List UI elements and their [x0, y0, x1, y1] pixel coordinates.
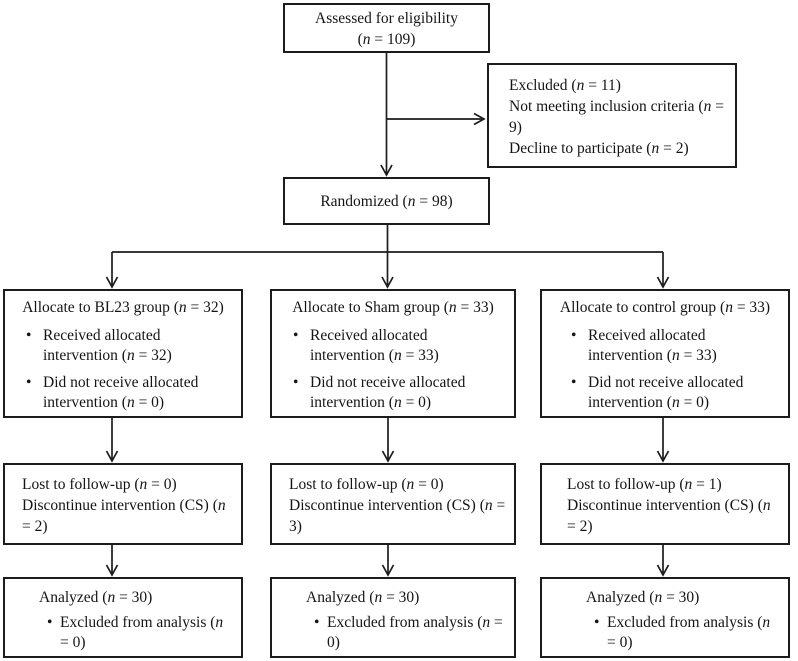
excluded-box: Excluded (n = 11) Not meeting inclusion …	[487, 63, 737, 168]
branch-randomized-to-groups	[105, 225, 670, 289]
arrows-allocation-to-followup	[105, 418, 670, 463]
followup-discontinued: Discontinue intervention (CS) (n = 2)	[22, 497, 226, 535]
followup-discontinued: Discontinue intervention (CS) (n = 3)	[289, 497, 506, 535]
followup-lost: Lost to follow-up (n = 1)	[567, 476, 722, 493]
allocation-title: Allocate to BL23 group (n = 32)	[22, 299, 224, 316]
allocation-bullet: Received allocated intervention (n = 33)	[272, 326, 514, 366]
allocation-box-control: Allocate to control group (n = 33) Recei…	[540, 289, 790, 418]
followup-lost: Lost to follow-up (n = 0)	[22, 476, 177, 493]
allocation-title: Allocate to Sham group (n = 33)	[292, 299, 494, 316]
analyzed-title: Analyzed (n = 30)	[306, 589, 420, 606]
allocation-bullet: Did not receive allocated intervention (…	[542, 373, 788, 413]
followup-discontinued: Discontinue intervention (CS) (n = 2)	[567, 497, 771, 535]
assessed-eligibility-box: Assessed for eligibility (n = 109)	[283, 3, 490, 53]
allocation-box-sham: Allocate to Sham group (n = 33) Received…	[270, 289, 516, 418]
analyzed-bullet: Excluded from analysis (n = 0)	[272, 613, 514, 653]
allocation-bullet: Received allocated intervention (n = 32)	[5, 326, 241, 366]
analyzed-bullet: Excluded from analysis (n = 0)	[5, 613, 241, 653]
assessed-count: (n = 109)	[357, 31, 416, 48]
assessed-line1: Assessed for eligibility	[315, 10, 458, 27]
analyzed-box-bl23: Analyzed (n = 30) Excluded from analysis…	[3, 577, 243, 658]
allocation-bullet: Did not receive allocated intervention (…	[272, 373, 514, 413]
analyzed-box-control: Analyzed (n = 30) Excluded from analysis…	[540, 577, 790, 658]
allocation-bullet: Did not receive allocated intervention (…	[5, 373, 241, 413]
analyzed-box-sham: Analyzed (n = 30) Excluded from analysis…	[270, 577, 516, 658]
analyzed-title: Analyzed (n = 30)	[586, 589, 700, 606]
excluded-inclusion-criteria: Not meeting inclusion criteria (n = 9)	[509, 98, 724, 136]
analyzed-bullet: Excluded from analysis (n = 0)	[542, 613, 788, 653]
arrows-followup-to-analyzed	[105, 545, 670, 577]
followup-box-control: Lost to follow-up (n = 1) Discontinue in…	[540, 463, 790, 545]
allocation-box-bl23: Allocate to BL23 group (n = 32) Received…	[3, 289, 243, 418]
excluded-total: Excluded (n = 11)	[509, 77, 621, 94]
followup-lost: Lost to follow-up (n = 0)	[289, 476, 444, 493]
randomized-box: Randomized (n = 98)	[283, 177, 490, 225]
analyzed-title: Analyzed (n = 30)	[39, 589, 153, 606]
followup-box-sham: Lost to follow-up (n = 0) Discontinue in…	[270, 463, 516, 545]
randomized-label: Randomized (n = 98)	[320, 192, 453, 210]
allocation-bullet: Received allocated intervention (n = 33)	[542, 326, 788, 366]
excluded-declined: Decline to participate (n = 2)	[509, 140, 689, 157]
followup-box-bl23: Lost to follow-up (n = 0) Discontinue in…	[3, 463, 243, 545]
allocation-title: Allocate to control group (n = 33)	[559, 299, 771, 316]
